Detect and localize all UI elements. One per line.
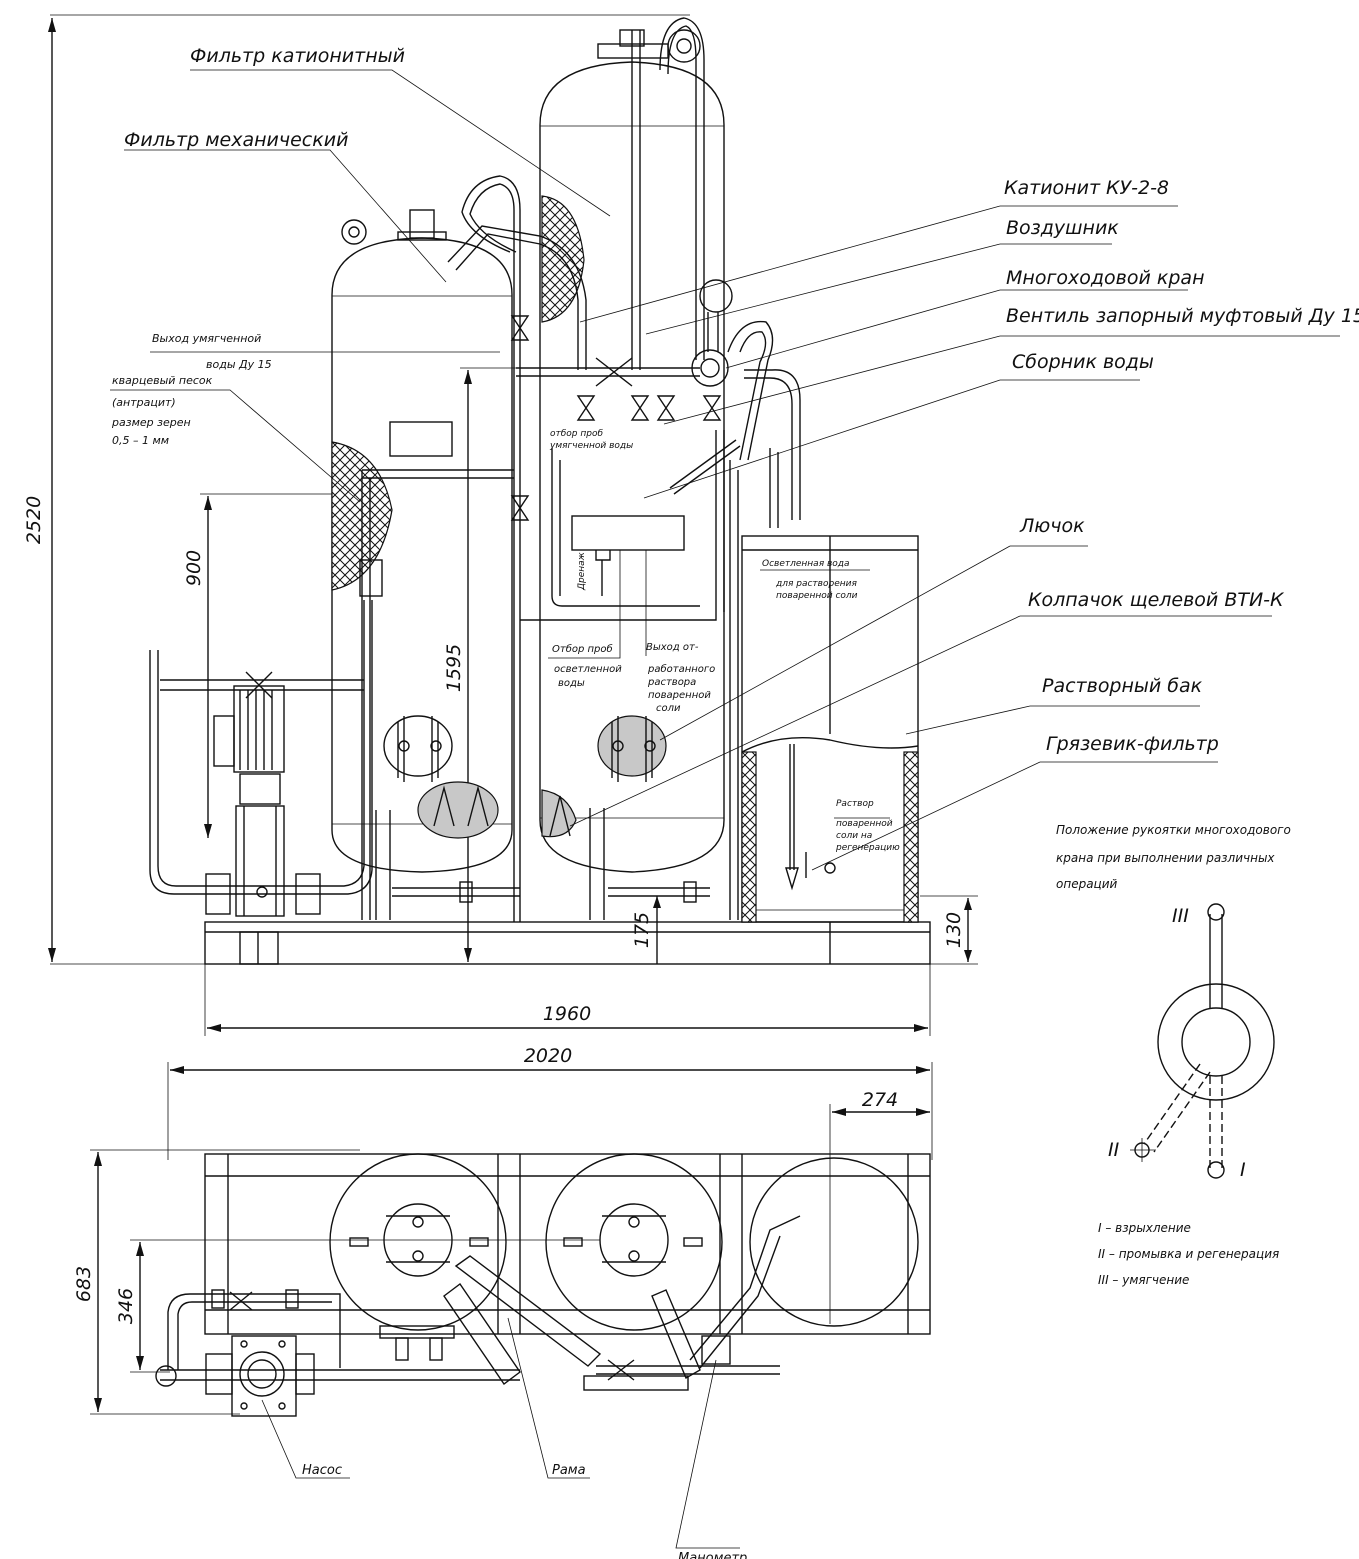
note-brine-3: соли на <box>836 831 872 841</box>
dim-2020: 2020 <box>167 1045 933 1160</box>
note-clar-water-3: поваренной соли <box>776 591 858 601</box>
dim-683: 683 <box>73 1149 360 1415</box>
dim-346-text: 346 <box>115 1288 137 1324</box>
label-solution-tank: Растворный бак <box>1042 675 1203 697</box>
elevation-view: 2520 900 1595 175 130 <box>23 14 1359 1036</box>
pipework <box>359 17 801 922</box>
dim-2020-text: 2020 <box>524 1045 572 1067</box>
pump-unit <box>149 600 373 917</box>
legend-pos-I: I <box>1240 1159 1246 1181</box>
plan-tanks <box>329 1153 919 1331</box>
note-sample-clar-1: Отбор проб <box>552 643 613 655</box>
label-mud-filter: Грязевик-фильтр <box>1046 733 1219 755</box>
solution-tank <box>741 535 919 923</box>
note-spent-3: раствора <box>647 677 696 688</box>
note-spent-5: соли <box>656 703 681 714</box>
dim-2520-text: 2520 <box>23 496 45 544</box>
note-brine-4: регенерацию <box>835 843 900 853</box>
dim-1595-text: 1595 <box>443 644 465 692</box>
note-sample-clar-3: воды <box>558 678 585 689</box>
label-cap: Колпачок щелевой ВТИ-К <box>1028 589 1285 611</box>
note-outlet-soft-2: воды Ду 15 <box>206 358 272 371</box>
dim-130-text: 130 <box>943 912 965 948</box>
dim-175-text: 175 <box>631 912 653 948</box>
note-sand-2: (антрацит) <box>112 396 176 409</box>
note-drain: Дренаж <box>577 551 587 591</box>
mechanical-filter-vessel <box>331 209 513 873</box>
dim-1595: 1595 <box>443 367 580 962</box>
label-pump: Насос <box>302 1463 342 1478</box>
label-multiway-valve: Многоходовой кран <box>1006 267 1205 289</box>
note-spent-2: работанного <box>647 663 715 675</box>
legend-pos-III: III <box>1172 905 1189 927</box>
label-cationite: Катионит КУ-2-8 <box>1004 177 1169 199</box>
label-hatch: Лючок <box>1019 515 1085 537</box>
note-spent-4: поваренной <box>648 690 711 701</box>
label-shutoff-valve: Вентиль запорный муфтовый Ду 15 <box>1006 305 1359 327</box>
note-outlet-soft-1: Выход умягченной <box>152 332 261 345</box>
plan-pump <box>205 1335 315 1417</box>
note-sand-4: 0,5 – 1 мм <box>112 434 169 447</box>
note-sand-1: кварцевый песок <box>112 374 213 387</box>
note-clar-water-1: Осветленная вода <box>762 559 850 569</box>
dim-1960: 1960 <box>204 964 931 1036</box>
dim-683-text: 683 <box>73 1266 95 1302</box>
dim-height-total: 2520 <box>23 14 690 965</box>
dim-130: 130 <box>920 895 978 965</box>
note-spent-1: Выход от- <box>646 642 699 653</box>
plan-pipework <box>155 1215 801 1391</box>
plan-view: 2020 274 683 346 <box>73 1045 933 1559</box>
legend-item-2: II – промывка и регенерация <box>1098 1247 1279 1261</box>
dim-274-text: 274 <box>862 1089 898 1111</box>
note-sample-clar-2: осветленной <box>554 664 622 675</box>
plan-leaders <box>261 1317 740 1549</box>
base-frame <box>204 921 931 965</box>
legend-title-1: Положение рукоятки многоходового <box>1056 823 1291 837</box>
legend-title-2: крана при выполнении различных <box>1056 851 1275 865</box>
note-sample-soft-2: умягченной воды <box>549 441 633 451</box>
note-sand-3: размер зерен <box>111 416 191 429</box>
legend-pos-II: II <box>1108 1139 1120 1161</box>
dim-175: 175 <box>631 896 661 964</box>
note-brine-1: Раствор <box>836 799 874 809</box>
plan-frame <box>204 1153 931 1335</box>
label-air-vent: Воздушник <box>1006 217 1119 239</box>
label-manometer: Манометр <box>678 1551 747 1559</box>
label-frame: Рама <box>552 1463 586 1478</box>
label-water-collector: Сборник воды <box>1012 351 1154 373</box>
valve-position-legend: Положение рукоятки многоходового крана п… <box>1056 823 1291 1287</box>
dim-1960-text: 1960 <box>543 1003 591 1025</box>
dim-346: 346 <box>115 1239 600 1373</box>
note-sample-soft-1: отбор проб <box>550 429 603 439</box>
dim-900-text: 900 <box>183 550 205 586</box>
label-filter-mech: Фильтр механический <box>124 129 348 151</box>
note-brine-2: поваренной <box>836 819 893 829</box>
legend-item-3: III – умягчение <box>1098 1273 1189 1287</box>
label-filter-cation: Фильтр катионитный <box>190 45 405 67</box>
note-clar-water-2: для растворения <box>775 579 857 589</box>
dim-274: 274 <box>829 1089 930 1324</box>
legend-item-1: I – взрыхление <box>1098 1221 1191 1235</box>
legend-title-3: операций <box>1056 877 1118 891</box>
leader-lines <box>110 69 1340 871</box>
dim-900: 900 <box>183 493 340 838</box>
